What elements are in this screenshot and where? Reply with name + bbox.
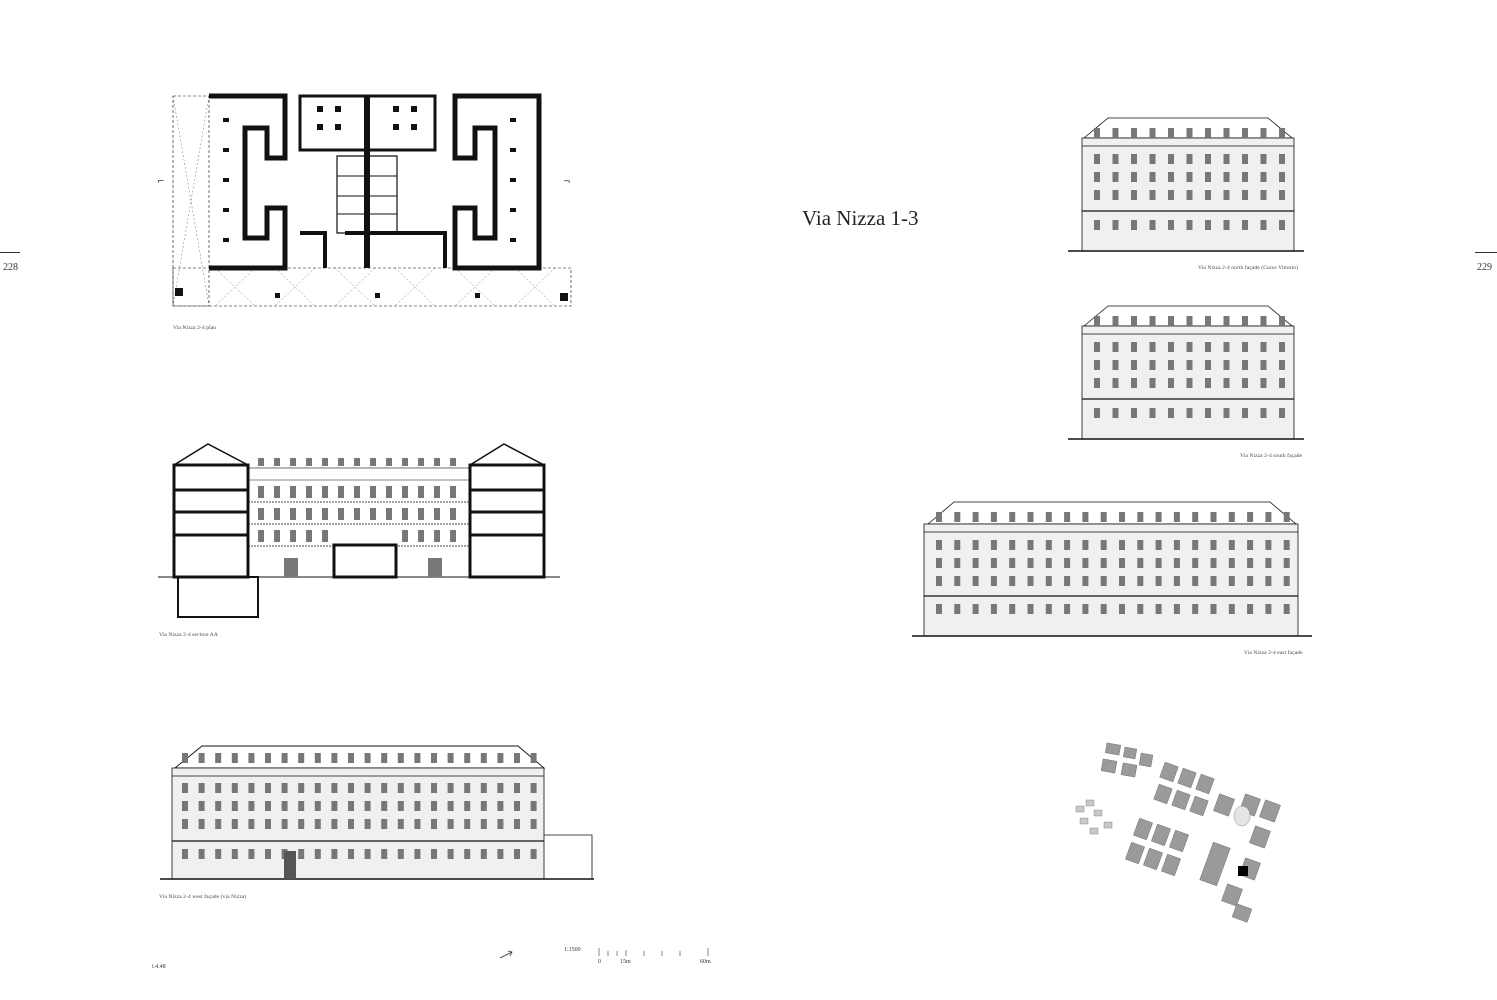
scale-bar bbox=[598, 948, 709, 956]
west-facade-drawing bbox=[160, 745, 594, 880]
south-facade-caption: Via Nizza 2-4 south façade bbox=[1240, 453, 1303, 459]
svg-text:¬: ¬ bbox=[563, 177, 571, 187]
north-facade-drawing bbox=[1068, 117, 1304, 252]
scale-ratio: 1:1500 bbox=[564, 947, 581, 953]
east-facade-caption: Via Nizza 2-4 east façade bbox=[1244, 650, 1303, 656]
north-facade-caption: Via Nizza 2-4 north façade (Corso Vittor… bbox=[1198, 265, 1299, 271]
scale-zero: 0 bbox=[598, 959, 601, 965]
left-page-rule bbox=[0, 252, 20, 253]
section-drawing bbox=[158, 443, 560, 618]
right-page-number: 229 bbox=[1477, 262, 1492, 273]
north-arrow-icon bbox=[499, 950, 513, 959]
east-facade-drawing bbox=[912, 501, 1312, 637]
figure-id: i.4.48 bbox=[152, 964, 166, 970]
site-plan-drawing bbox=[1075, 742, 1281, 923]
scale-mid: 15m bbox=[620, 959, 631, 965]
south-facade-drawing bbox=[1068, 305, 1304, 440]
west-facade-caption: Via Nizza 2-4 west façade (via Nizza) bbox=[159, 894, 247, 900]
svg-text:⌐: ⌐ bbox=[157, 177, 165, 187]
scale-end: 60m bbox=[700, 959, 711, 965]
section-caption: Via Nizza 2-4 section AA bbox=[159, 632, 218, 638]
floor-plan-drawing: ⌐ ¬ bbox=[157, 93, 572, 307]
site-highlight-block bbox=[1238, 866, 1248, 876]
left-page-number: 228 bbox=[3, 262, 18, 273]
page-title: Via Nizza 1-3 bbox=[802, 206, 919, 230]
right-page-rule bbox=[1475, 252, 1497, 253]
plan-caption: Via Nizza 2-4 plan bbox=[173, 325, 217, 331]
